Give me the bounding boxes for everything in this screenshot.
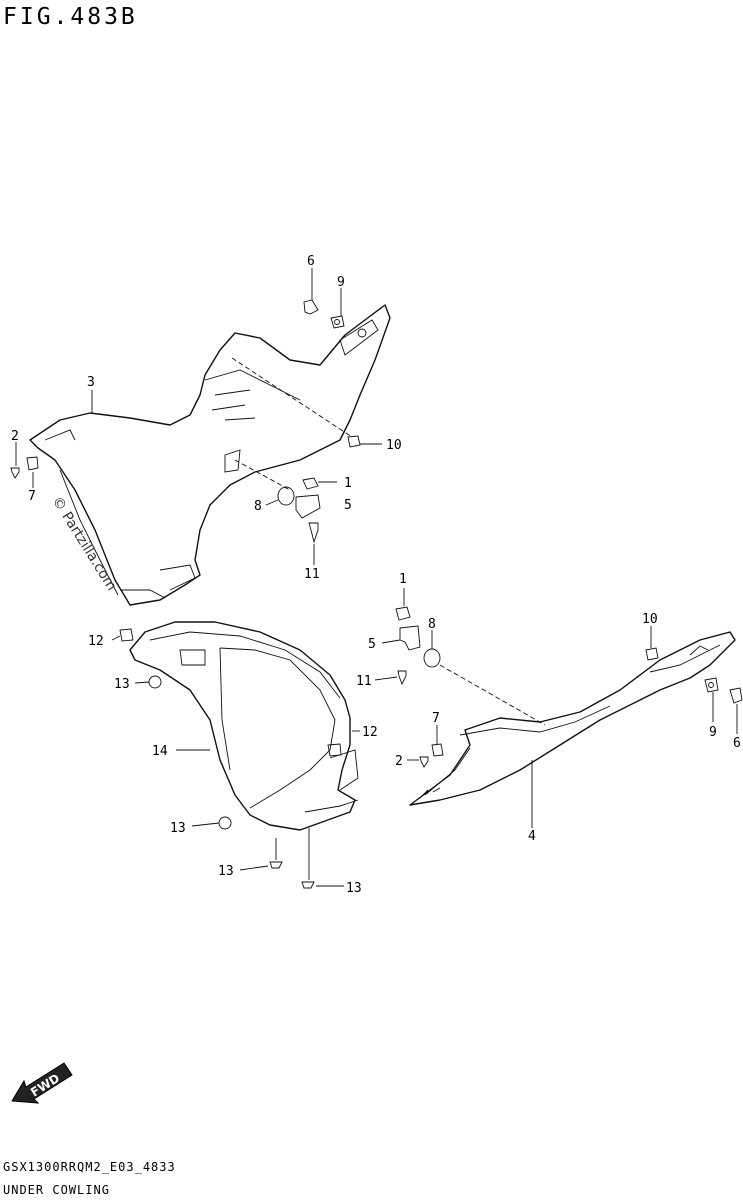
callout-10-upper: 10 [386,438,402,453]
figure-title: FIG.483B [3,4,138,30]
clip-7-upper [26,456,39,471]
bolt-11-upper [308,522,319,544]
bolt-11-lower [397,670,407,686]
nut-9-upper [330,315,345,329]
callout-10-lower: 10 [642,612,658,627]
callout-12-right: 12 [362,725,378,740]
callout-3: 3 [87,375,95,390]
screw-13-d [301,881,315,889]
grommet-8-upper [277,486,295,506]
screw-13-b [218,816,232,830]
screw-13-a [148,675,162,689]
nut-1-upper [302,477,319,490]
callout-2-upper: 2 [11,429,19,444]
callout-5-lower: 5 [368,637,376,652]
callout-numbers: 6 9 3 2 10 7 1 5 8 11 1 10 8 12 5 11 13 … [11,254,741,896]
callout-5-upper: 5 [344,498,352,513]
bracket-5-lower [399,625,421,651]
inner-cover-part-14[interactable] [129,621,359,831]
nut-1-lower [395,606,411,621]
bracket-5-upper [295,494,321,519]
under-cowling-upper-part-3[interactable] [29,304,391,606]
callout-13-c: 13 [218,864,234,879]
callout-13-a: 13 [114,677,130,692]
callout-1-upper: 1 [344,476,352,491]
under-cowling-lower-part-4[interactable] [409,631,736,806]
callout-2-lower: 2 [395,754,403,769]
screw-6-upper [303,299,319,315]
nut-9-lower [704,677,719,693]
leader-lines [15,268,738,887]
callout-11-lower: 11 [356,674,372,689]
screw-6-lower [729,687,743,704]
callout-6-upper: 6 [307,254,315,269]
callout-13-d: 13 [346,881,362,896]
callout-7-lower: 7 [432,711,440,726]
callout-12-left: 12 [88,634,104,649]
callout-4: 4 [528,829,536,844]
screw-13-c [269,861,283,869]
callout-9-upper: 9 [337,275,345,290]
callout-13-b: 13 [170,821,186,836]
upper-hardware [10,299,361,544]
callout-8-lower: 8 [428,617,436,632]
callout-8-upper: 8 [254,499,262,514]
clip-10-lower [645,647,659,661]
callout-1-lower: 1 [399,572,407,587]
callout-7-upper: 7 [28,489,36,504]
screw-2-lower [419,756,429,768]
nut-9-upper-hole [334,319,340,325]
callout-14: 14 [152,744,168,759]
clip-7-lower [431,743,444,757]
callout-6-lower: 6 [733,736,741,751]
lower-right-hardware [395,606,743,768]
nut-9-lower-hole [708,682,714,688]
clip-10-upper [347,435,361,448]
clip-12-left [119,628,134,642]
grommet-8-lower [423,648,441,668]
fwd-arrow-icon: FWD [11,1062,73,1104]
diagram-code: GSX1300RRQM2_E03_4833 [3,1160,176,1174]
callout-9-lower: 9 [709,725,717,740]
callout-11-upper: 11 [304,567,320,582]
clip-12-right [327,743,342,757]
diagram-caption: UNDER COWLING [3,1183,110,1197]
screw-2-upper [10,467,20,479]
